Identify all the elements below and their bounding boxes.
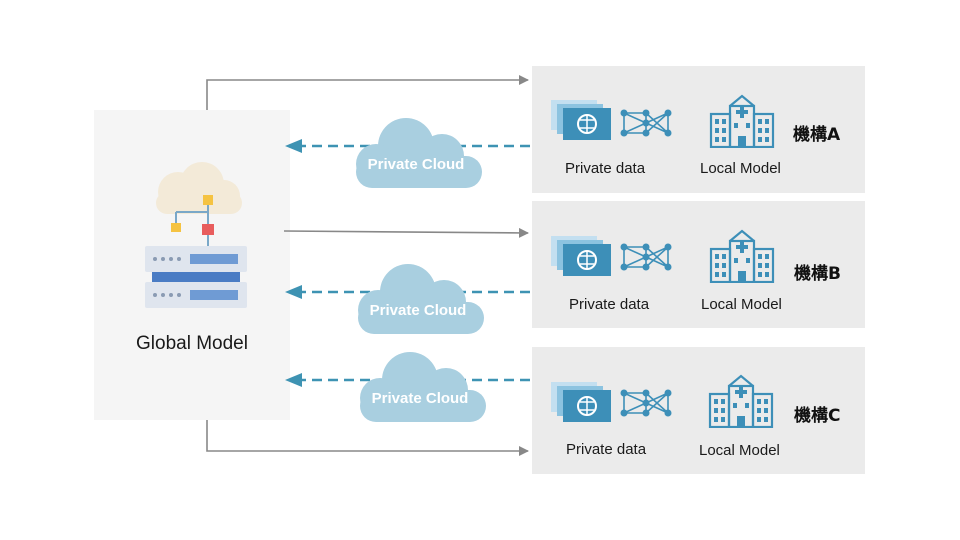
- neural-network-icon: [620, 243, 672, 271]
- cloud-icon: [356, 118, 482, 188]
- arrow-to-institution-a: [206, 75, 529, 110]
- neural-network-icon: [620, 389, 672, 417]
- private-data-icon: [551, 100, 611, 140]
- neural-network-icon: [620, 109, 672, 137]
- local-model-label: Local Model: [699, 442, 780, 459]
- local-model-label: Local Model: [701, 296, 782, 313]
- global-model-label: Global Model: [136, 333, 248, 354]
- hospital-building-icon: [709, 229, 775, 283]
- cloud-server-icon: [145, 162, 247, 308]
- private-data-label: Private data: [565, 160, 646, 177]
- private-cloud-label: Private Cloud: [367, 156, 465, 173]
- institution-name-b: 機構B: [794, 264, 841, 284]
- private-data-label: Private data: [569, 296, 650, 313]
- private-data-icon: [551, 236, 611, 276]
- arrow-to-institution-b: [283, 227, 529, 238]
- private-data-icon: [551, 382, 611, 422]
- private-cloud-a: Private Cloud: [346, 116, 486, 192]
- institution-name-c: 機構C: [794, 406, 841, 426]
- local-model-label: Local Model: [700, 160, 781, 177]
- cloud-icon: [358, 264, 484, 334]
- private-cloud-label: Private Cloud: [371, 390, 469, 407]
- institution-name-a: 機構A: [793, 125, 841, 145]
- private-cloud-label: Private Cloud: [369, 302, 467, 319]
- arrow-to-institution-c: [206, 420, 529, 456]
- cloud-icon: [360, 352, 486, 422]
- hospital-building-icon: [708, 374, 774, 428]
- private-data-label: Private data: [566, 441, 647, 458]
- hospital-building-icon: [709, 94, 775, 148]
- private-cloud-b: Private Cloud: [348, 262, 488, 338]
- private-cloud-c: Private Cloud: [350, 350, 490, 426]
